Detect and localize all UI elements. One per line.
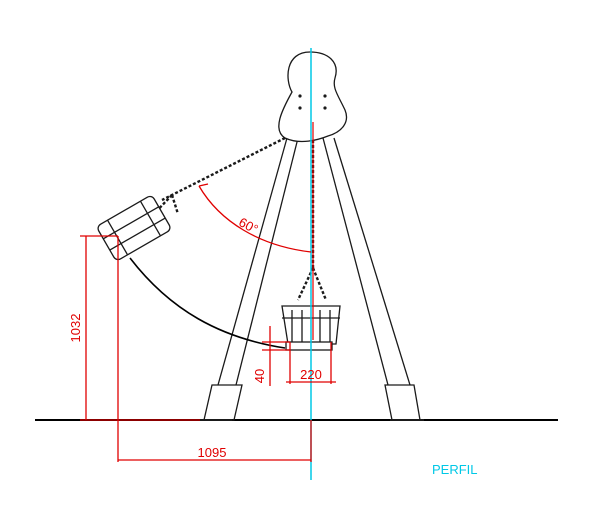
seat-depth-label: 220: [300, 367, 322, 382]
angle-dimension: [198, 183, 312, 253]
seat-height-label: 40: [252, 369, 267, 383]
seat-height-dimension: [262, 326, 290, 386]
seat-depth-dimension: [286, 342, 336, 384]
height-dimension: [80, 235, 200, 421]
height-label: 1032: [68, 314, 83, 343]
swing-arc: [129, 257, 286, 349]
swing-frame: [200, 137, 424, 421]
horizontal-dimension: [117, 236, 312, 462]
raised-seat: [97, 195, 171, 261]
top-connector: [278, 51, 348, 143]
view-label: PERFIL: [432, 462, 478, 477]
angle-label: 60°: [236, 214, 260, 236]
swing-chains: [149, 136, 328, 301]
horizontal-label: 1095: [198, 445, 227, 460]
